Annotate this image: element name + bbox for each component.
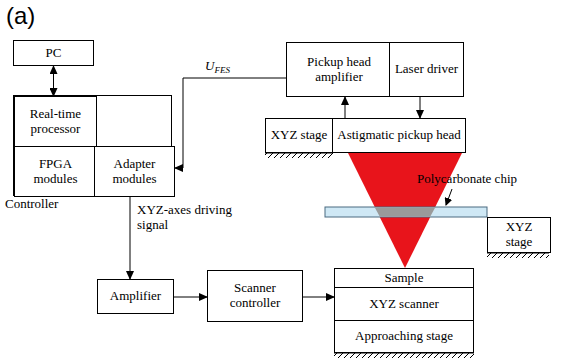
amplifier-box: Pickup head amplifier [286, 42, 392, 97]
node-text: PC [43, 45, 65, 62]
figure-label: (a) [6, 2, 35, 30]
node-text: Pickup head amplifier [287, 54, 391, 86]
pickup-head-box: Astigmatic pickup head [332, 118, 466, 153]
node-text: Amplifier [107, 288, 164, 305]
computer-box: PC [13, 40, 94, 66]
signal-arrow [303, 297, 334, 298]
fpga-box: FPGA modules [14, 146, 97, 197]
signal-name: UFES [205, 58, 230, 75]
controller-group: ControllerReal-time processorFPGA module… [13, 95, 172, 196]
node-text: Approaching stage [352, 328, 456, 345]
node-text: Laser driver [392, 61, 461, 78]
processor-box: Real-time processor [14, 96, 97, 147]
node-text: XYZ scanner [366, 296, 442, 313]
node-text: Astigmatic pickup head [334, 127, 463, 144]
node-text: XYZ stage [268, 127, 331, 144]
signal-label: XYZ-axes driving signal [137, 203, 237, 233]
adapter-box: Adapter modules [94, 146, 175, 197]
group-label: Controller [5, 197, 58, 212]
driver-box: Laser driver [389, 42, 464, 97]
controller-box: Scanner controller [207, 270, 303, 322]
node-text: Adapter modules [95, 156, 174, 188]
part-label: Polycarbonate chip [417, 171, 517, 187]
signal-name: U [205, 58, 214, 73]
signal-arrow [174, 297, 207, 298]
stage-box: XYZ stage [487, 217, 551, 253]
signal-arrow [53, 66, 54, 96]
ground-hatch [265, 153, 549, 358]
signal-arrow [420, 97, 421, 118]
amplifier-box: Amplifier [97, 279, 174, 314]
signal-arrow [130, 197, 131, 279]
node-text: Sample [382, 270, 427, 287]
node-text: XYZ stage [488, 219, 550, 251]
node-text: Real-time processor [15, 106, 96, 138]
stage-box: XYZ stage [265, 118, 333, 153]
signal-arrow [345, 97, 346, 118]
beam-in-chip [375, 208, 435, 217]
signal-name: FES [214, 65, 230, 75]
sample-box: Sample [334, 268, 474, 289]
stage-box: Approaching stage [334, 320, 474, 353]
scanner-box: XYZ scanner [334, 287, 474, 321]
node-text: Scanner controller [208, 280, 302, 312]
node-text: FPGA modules [15, 156, 96, 188]
polycarbonate-chip [325, 207, 487, 217]
leader-arrow [446, 189, 452, 205]
